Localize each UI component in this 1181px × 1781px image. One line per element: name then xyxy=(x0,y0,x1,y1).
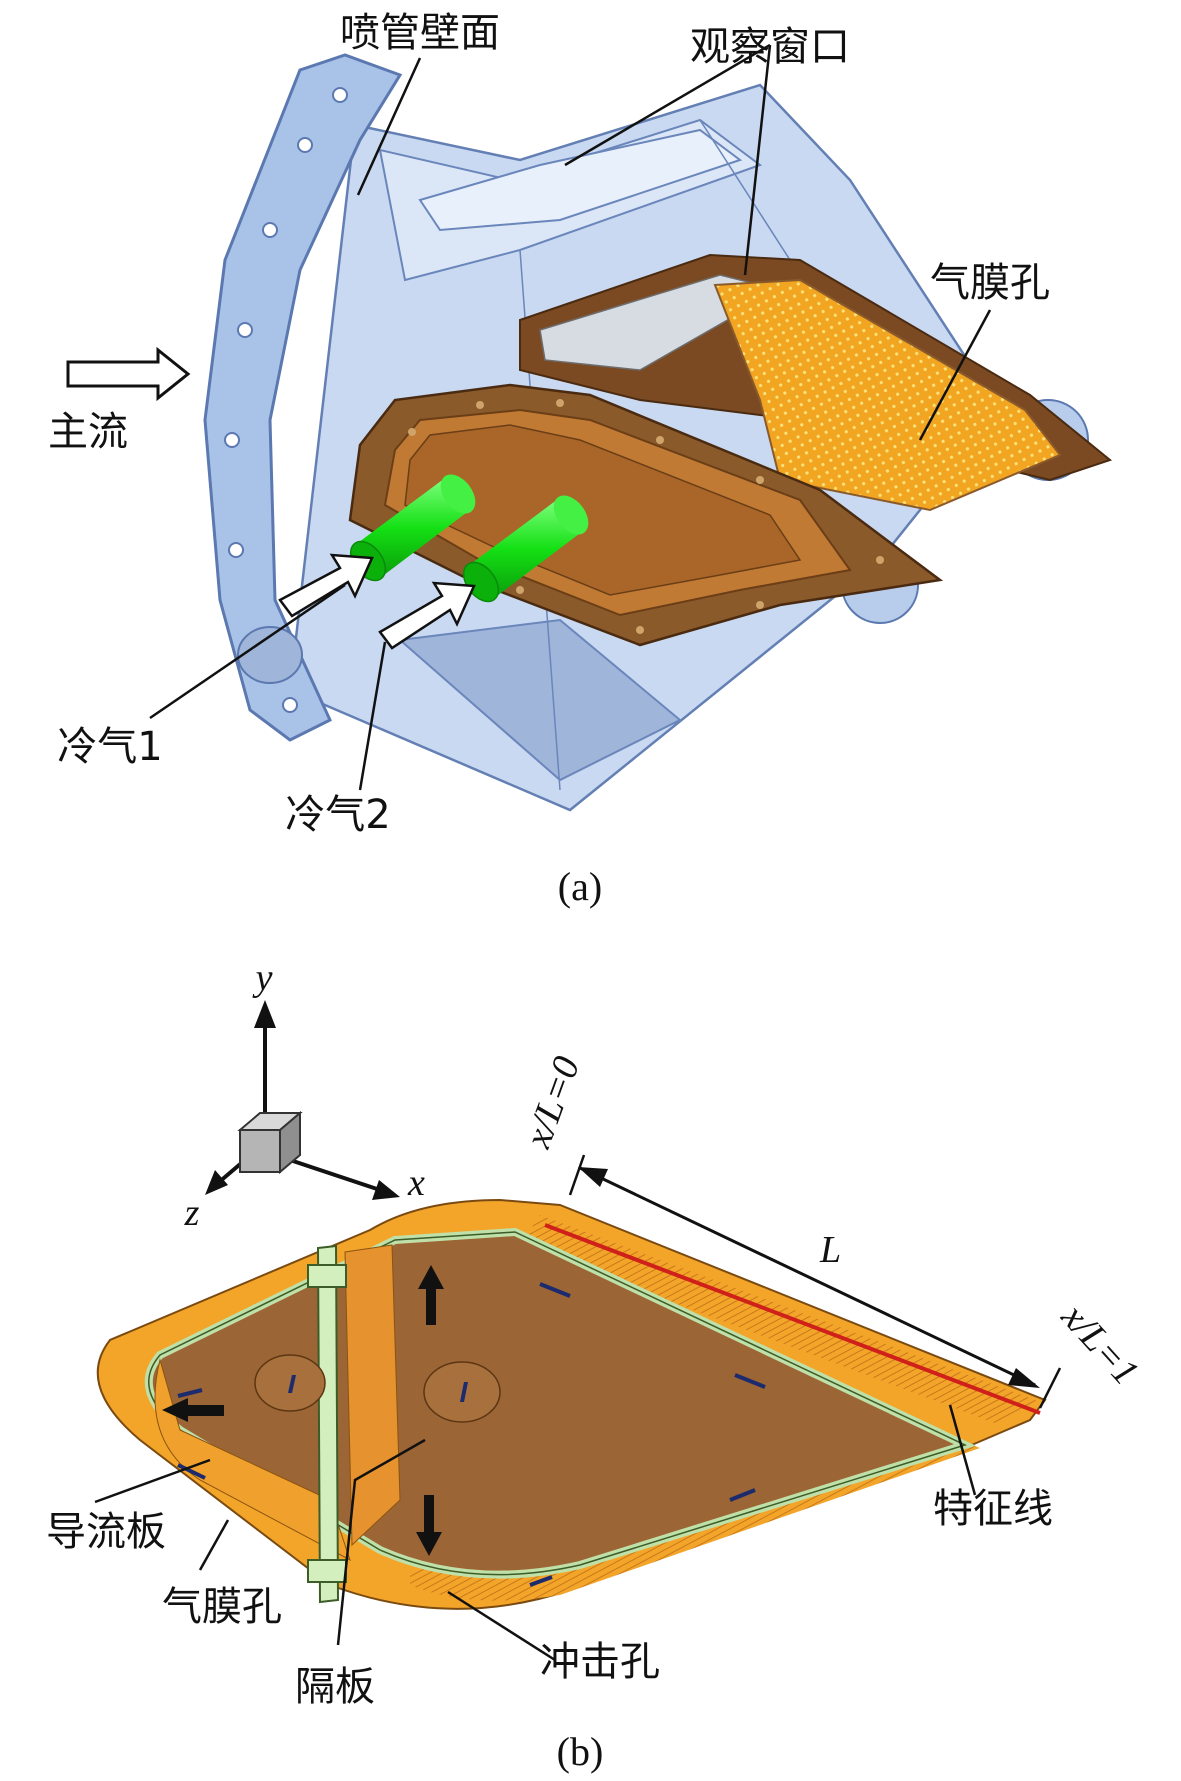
label-nozzle-wall: 喷管壁面 xyxy=(340,10,500,56)
axis-label-x: x xyxy=(407,1162,425,1204)
blade-body xyxy=(96,1198,1047,1610)
flow-arrows xyxy=(162,1265,444,1556)
caption-a: (a) xyxy=(558,864,602,909)
panel-a: 喷管壁面 观察窗口 气膜孔 主流 冷气1 冷气2 (a) xyxy=(48,10,1113,909)
cold-air-2-arrow xyxy=(378,581,476,650)
leader-characteristic-line xyxy=(948,1404,977,1496)
inlet-flange xyxy=(203,53,403,742)
leader-window-1 xyxy=(564,43,771,167)
label-characteristic-line: 特征线 xyxy=(933,1486,1053,1532)
leader-impingement-holes xyxy=(447,1590,556,1662)
panel-b: y x z xyxy=(46,957,1147,1774)
label-observation-window: 观察窗口 xyxy=(690,24,850,70)
leader-partition xyxy=(336,1438,426,1646)
label-deflector: 导流板 xyxy=(46,1509,166,1555)
impingement-slots xyxy=(177,1282,766,1587)
leader-cold-1 xyxy=(149,583,346,720)
leader-cold-2 xyxy=(358,641,387,791)
leader-nozzle-wall xyxy=(356,57,422,196)
leader-film-holes-a xyxy=(918,309,992,441)
upper-film-plate xyxy=(519,253,1113,512)
axis-label-y: y xyxy=(252,957,273,999)
leader-film-holes-b xyxy=(198,1519,230,1571)
label-cold-air-2: 冷气2 xyxy=(285,792,390,838)
label-partition: 隔板 xyxy=(295,1664,375,1710)
label-cold-air-1: 冷气1 xyxy=(57,724,162,770)
label-xl0: x/L=0 xyxy=(517,1051,589,1154)
label-length: L xyxy=(819,1229,841,1271)
partition xyxy=(307,1244,347,1604)
label-film-holes-b: 气膜孔 xyxy=(162,1584,282,1630)
leader-window-2 xyxy=(743,44,772,276)
axis-triad: y x z xyxy=(184,957,425,1234)
label-main-flow: 主流 xyxy=(48,409,128,455)
main-flow-arrow xyxy=(66,346,191,402)
caption-b: (b) xyxy=(557,1729,604,1774)
label-impingement-holes: 冲击孔 xyxy=(540,1639,660,1685)
characteristic-line xyxy=(544,1223,1041,1415)
leader-deflector xyxy=(94,1458,211,1504)
axis-label-z: z xyxy=(184,1192,200,1234)
length-dimension xyxy=(568,1154,1062,1409)
label-film-holes-a: 气膜孔 xyxy=(930,260,1050,306)
label-xl1: x/L=1 xyxy=(1053,1295,1147,1393)
cold-air-inlets xyxy=(254,1354,501,1423)
cold-air-1-arrow xyxy=(278,553,374,618)
